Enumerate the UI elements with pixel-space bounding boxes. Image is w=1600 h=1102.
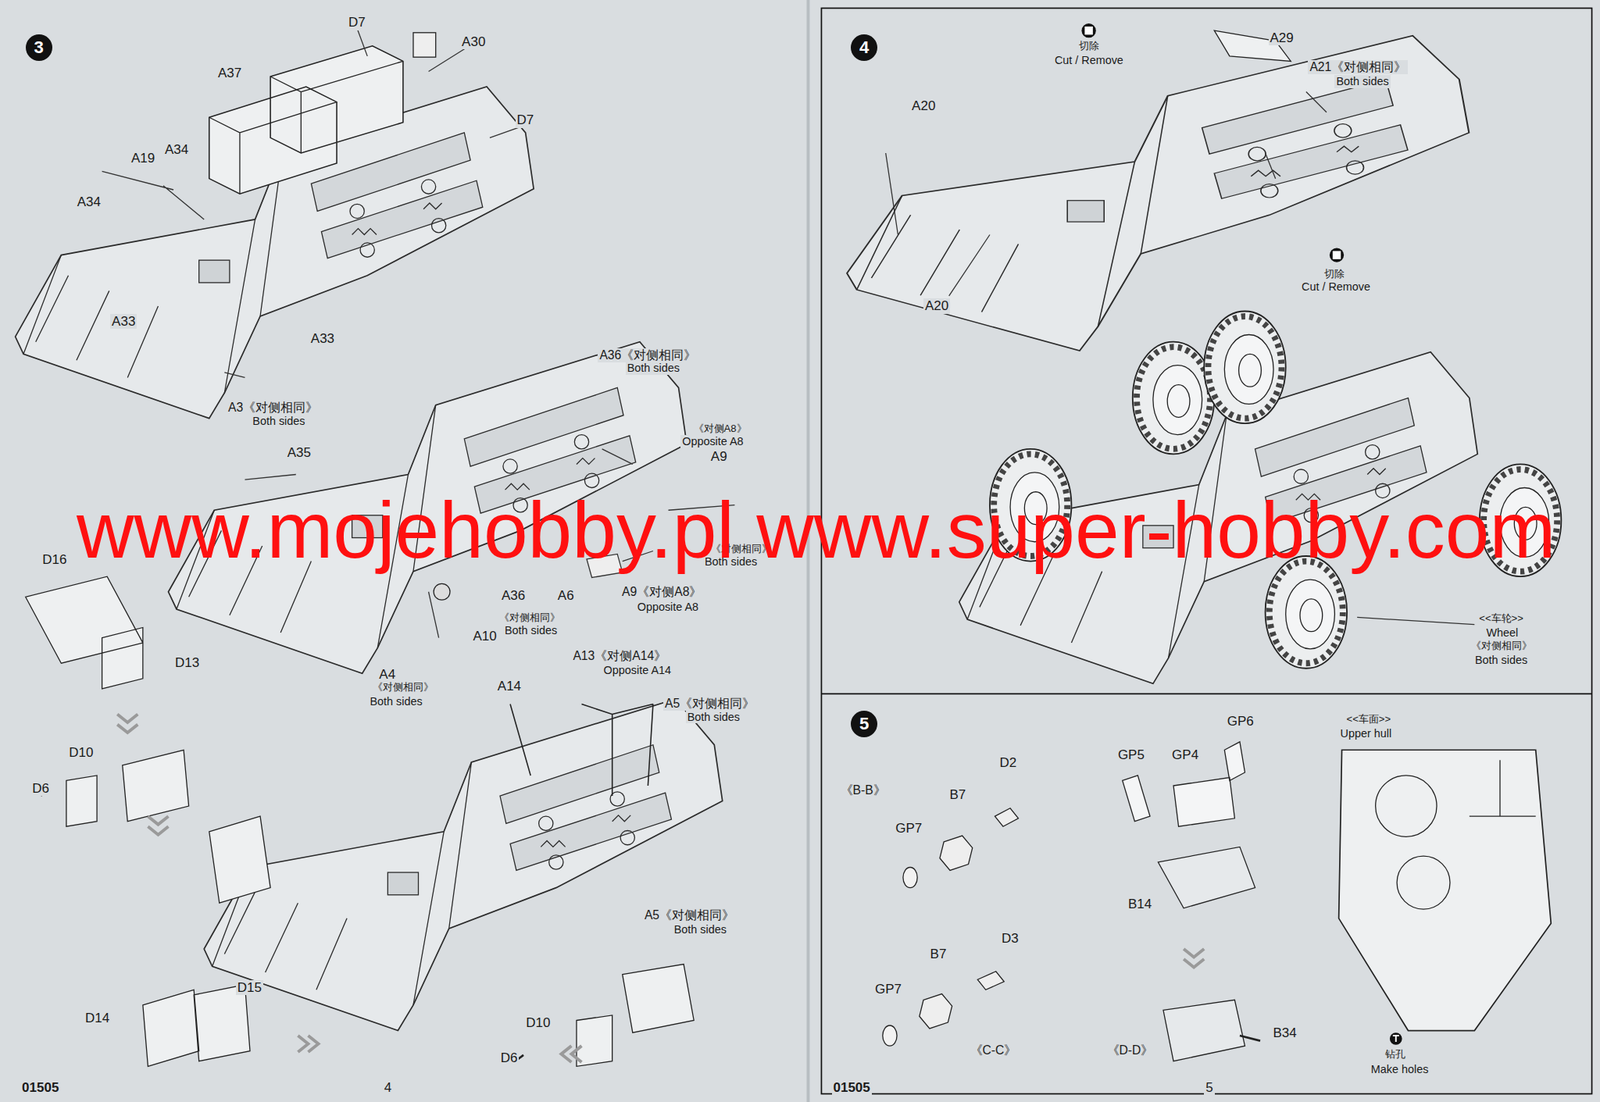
- kit-number: 01505: [832, 1080, 872, 1097]
- note-text: Both sides: [685, 710, 742, 725]
- part-label: D7: [346, 14, 368, 31]
- step-number: 3: [25, 34, 53, 61]
- note-text: Wheel: [1484, 626, 1520, 640]
- part-label: B7: [947, 787, 968, 804]
- part-label: A9: [709, 449, 729, 465]
- note-text: Opposite A8: [635, 600, 700, 615]
- part-label: A29: [1268, 30, 1296, 47]
- part-label: D15: [235, 980, 264, 997]
- part-label: D3: [1000, 931, 1021, 947]
- note-text: Both sides: [503, 624, 559, 638]
- step-number: 5: [850, 710, 878, 738]
- note-text: 《C-C》: [968, 1043, 1019, 1058]
- part-label: B14: [1126, 896, 1154, 913]
- part-label: B7: [928, 946, 949, 963]
- note-text: Both sides: [368, 695, 425, 709]
- note-text: Both sides: [250, 414, 307, 429]
- note-text: 切除: [1077, 39, 1101, 52]
- note-text: Opposite A14: [602, 664, 673, 678]
- part-label: B34: [1271, 1025, 1298, 1042]
- part-label: A14: [496, 678, 523, 695]
- part-label: GP4: [1170, 747, 1200, 764]
- part-label: A34: [75, 194, 103, 211]
- part-label: D2: [997, 755, 1018, 772]
- note-text: 切除: [1322, 267, 1347, 280]
- part-label: A33: [309, 331, 336, 347]
- part-label: D6: [30, 781, 51, 797]
- note-text: Both sides: [1334, 75, 1390, 89]
- page-number: 5: [1203, 1080, 1215, 1097]
- part-label: A5《对侧相同》: [663, 696, 757, 711]
- part-label: A4: [377, 667, 397, 683]
- part-label: A35: [285, 445, 313, 461]
- page-number: 4: [382, 1080, 393, 1097]
- note-text: Cut / Remove: [1053, 53, 1125, 68]
- part-label: A33: [110, 314, 137, 330]
- part-label: A9《对侧A8》: [620, 585, 704, 600]
- watermark: www.mojehobby.pl www.super-hobby.com: [76, 485, 1556, 577]
- part-label: A6: [556, 588, 576, 604]
- part-label: GP6: [1225, 714, 1256, 730]
- note-text: Cut / Remove: [1300, 280, 1372, 294]
- part-label: D10: [524, 1015, 552, 1032]
- part-label: A36: [500, 588, 527, 604]
- part-label: A5《对侧相同》: [642, 908, 736, 923]
- note-text: <<车轮>>: [1477, 612, 1525, 625]
- part-label: GP5: [1116, 747, 1147, 764]
- part-label: GP7: [873, 982, 904, 998]
- note-text: 《B-B》: [839, 783, 888, 798]
- note-text: 《对侧相同》: [1469, 639, 1534, 652]
- note-text: Both sides: [1473, 653, 1529, 668]
- part-label: D16: [40, 552, 68, 568]
- step-number: 4: [850, 34, 878, 61]
- step-number-text: 4: [859, 37, 869, 58]
- note-text: Both sides: [625, 361, 682, 375]
- note-text: 《D-D》: [1105, 1043, 1156, 1058]
- part-label: A37: [216, 65, 243, 82]
- note-text: Upper hull: [1339, 727, 1394, 741]
- part-label: A21《对侧相同》: [1307, 60, 1408, 75]
- note-text: Opposite A8: [680, 435, 745, 449]
- step-number-text: 3: [33, 37, 43, 58]
- part-label: D13: [173, 655, 201, 672]
- part-label: D10: [67, 745, 95, 761]
- part-label: D7: [515, 112, 536, 129]
- part-label: A34: [163, 142, 190, 158]
- part-label: A36《对侧相同》: [597, 348, 698, 363]
- note-text: 《对侧相同》: [497, 611, 562, 624]
- note-text: <<车面>>: [1345, 713, 1393, 725]
- kit-number: 01505: [20, 1080, 61, 1097]
- note-text: 钻孔: [1383, 1048, 1408, 1061]
- part-label: D14: [83, 1010, 111, 1027]
- part-label: A10: [471, 628, 498, 645]
- part-label: A13《对侧A14》: [571, 649, 668, 664]
- part-label: A3《对侧相同》: [226, 400, 320, 415]
- part-label: GP7: [893, 821, 924, 837]
- note-text: 《对侧A8》: [692, 422, 749, 435]
- part-label: A20: [923, 298, 950, 315]
- note-text: 《对侧相同》: [371, 681, 436, 693]
- part-label: A19: [129, 150, 157, 167]
- part-label: D6: [499, 1050, 520, 1067]
- note-text: Both sides: [672, 923, 729, 937]
- step-number-text: 5: [859, 714, 869, 735]
- note-text: Make holes: [1369, 1063, 1431, 1077]
- part-label: A20: [910, 98, 937, 115]
- part-label: A30: [460, 34, 487, 50]
